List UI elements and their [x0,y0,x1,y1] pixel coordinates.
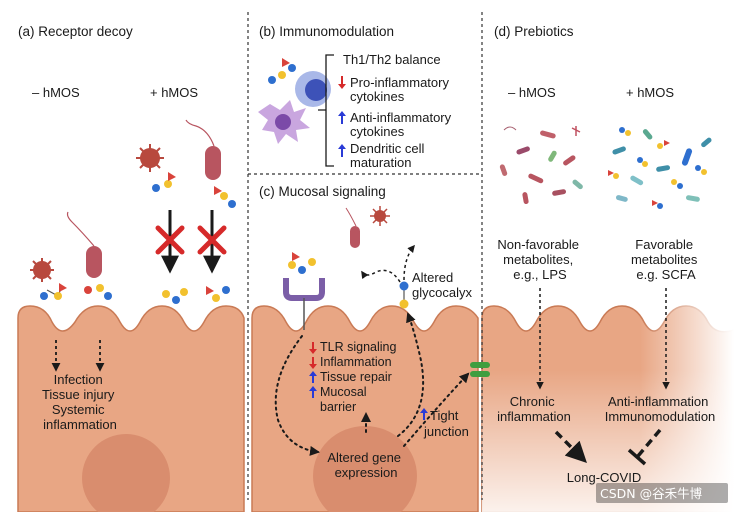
glycan-icon [162,288,188,304]
bacterium-icon [185,119,221,180]
nucleus-a [82,434,170,512]
outcome-text: Systemic [52,402,105,417]
repel-arrow [361,269,401,283]
panel-a-plus-label: + hMOS [150,85,198,100]
panel-a-minus-label: – hMOS [32,85,80,100]
panel-b: (b) Immunomodulation Th1/Th2 balance Pro… [258,24,452,170]
cross-icon [155,225,185,255]
glycan-icon [206,286,230,302]
inhibit-bar [627,448,647,466]
b-anti-1: Anti-inflammatory [350,110,452,125]
c-glyco-1: Altered [412,270,453,285]
nucleus-c [313,426,417,512]
repel-arrow [403,244,415,281]
receptor-icon [283,278,325,301]
down-arrow-icon [309,357,317,369]
d-chronic: Chronic inflammation [497,394,571,424]
outcome-text: Tissue injury [42,387,115,402]
glycan-icon [40,283,67,300]
c-effect: Inflammation [320,355,392,369]
glycan-icon [214,186,236,208]
c-tight-1: Tight [430,408,459,423]
b-dc-2: maturation [350,155,411,170]
outcome-text: inflammation [43,417,117,432]
d-nonfavorable: Non-favorable metabolites, e.g., LPS [497,237,582,282]
bacterium-icon [345,207,360,248]
epithelium [17,300,734,512]
up-arrow-icon [338,111,346,124]
virus-icon [30,258,54,282]
panel-a: (a) Receptor decoy – hMOS + hMOS [18,24,236,432]
outcome-text: Infection [54,372,103,387]
promote-arrow [554,430,587,463]
b-pro-2: cytokines [350,89,405,104]
virus-icon [370,206,390,226]
d-longcovid: Long-COVID [567,470,641,485]
up-arrow-icon [338,144,346,157]
cell-panel-c [251,305,479,512]
d-anti: Anti-inflammation Immunomodulation [605,394,716,424]
c-effect: TLR signaling [320,340,396,354]
cell-panel-a [17,305,245,512]
virus-icon [136,144,164,172]
signal-arrow [397,312,425,437]
glycan-icon [84,284,112,300]
panel-c: (c) Mucosal signaling Altered [259,184,490,480]
glycan-icon [152,172,176,192]
c-effect: Mucosal [320,385,367,399]
glycan-icon [268,58,296,84]
glycocalyx-icon [399,281,409,309]
tight-junction-icon [470,362,490,377]
panel-c-title: (c) Mucosal signaling [259,184,386,199]
c-tight-2: junction [423,424,469,439]
panel-d-plus-label: + hMOS [626,85,674,100]
b-anti-2: cytokines [350,124,405,139]
microbiota-eubiotic [608,127,712,209]
b-pro-1: Pro-inflammatory [350,75,449,90]
signal-arrow [274,335,320,456]
panel-d: (d) Prebiotics – hMOS + hMOS [494,24,715,485]
microbiota-dysbiotic [499,126,583,205]
d-favorable: Favorable metabolites e.g. SCFA [631,237,701,282]
panel-d-minus-label: – hMOS [508,85,556,100]
c-effect: barrier [320,400,356,414]
panel-a-title: (a) Receptor decoy [18,24,133,39]
dendritic-cell-icon [258,100,310,144]
down-arrow-icon [338,76,346,89]
up-arrow-icon [309,371,317,383]
down-arrow-icon [309,342,317,354]
lymphocyte-icon [295,71,331,107]
c-gene: Altered gene expression [327,450,404,480]
watermark: CSDN @谷禾牛博 [596,483,728,503]
b-balance: Th1/Th2 balance [343,52,441,67]
b-dc-1: Dendritic cell [350,141,425,156]
up-arrow-icon [309,386,317,398]
cross-icon [197,225,227,255]
glycan-icon [288,252,316,274]
c-glyco-2: glycocalyx [412,285,472,300]
c-effect: Tissue repair [320,370,392,384]
panel-a-outcomes: Infection Tissue injury Systemic inflamm… [42,372,118,432]
panel-b-title: (b) Immunomodulation [259,24,394,39]
bacterium-icon [66,211,102,278]
bracket [318,54,334,167]
up-arrow-icon [420,408,428,420]
panel-d-title: (d) Prebiotics [494,24,574,39]
inhibit-arrow [636,428,662,458]
watermark-text: CSDN @谷禾牛博 [600,486,703,501]
